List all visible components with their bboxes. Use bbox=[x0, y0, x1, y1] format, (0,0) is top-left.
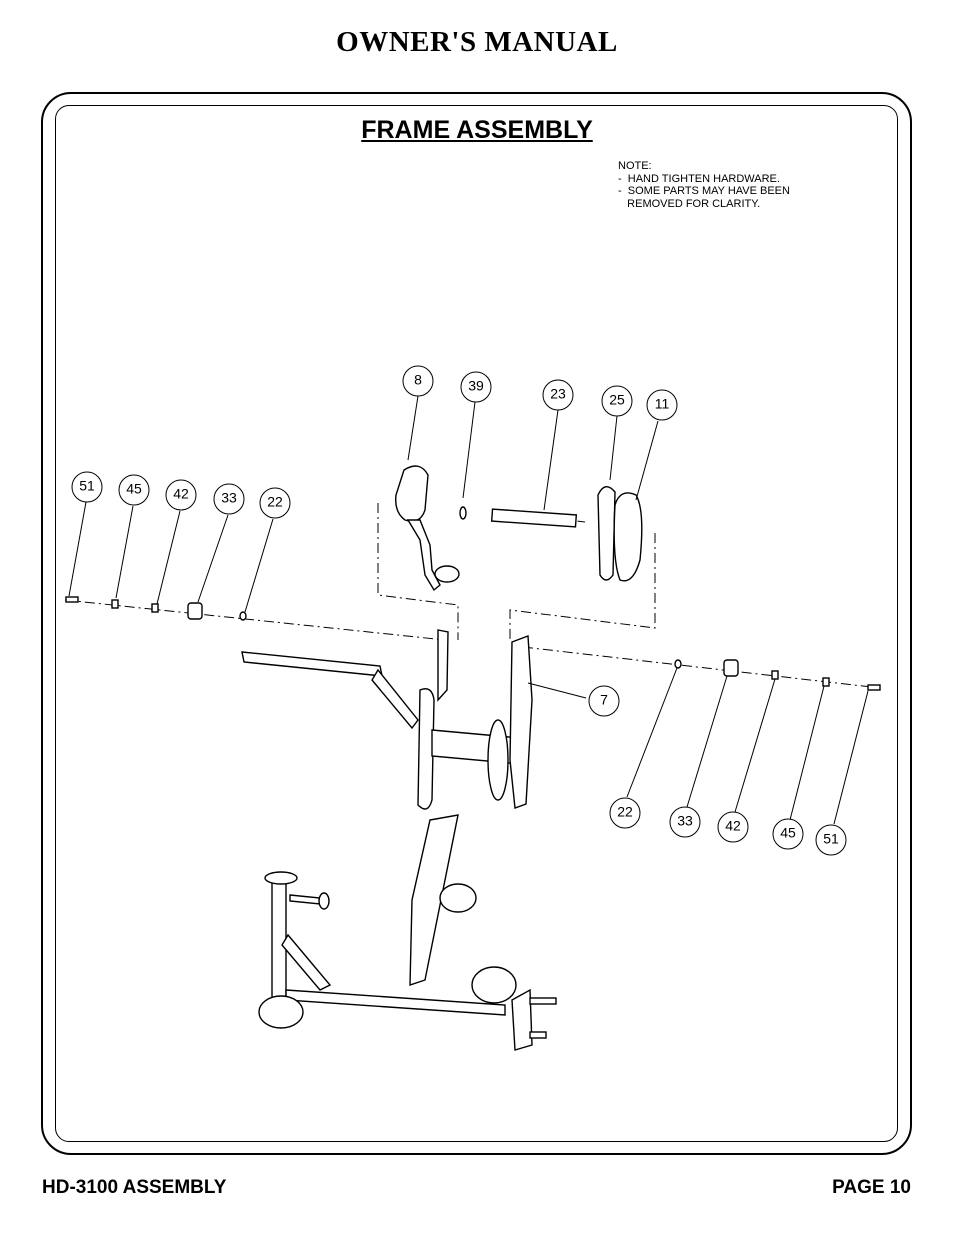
note-line: REMOVED FOR CLARITY. bbox=[618, 197, 761, 210]
assembly-note: NOTE: - HAND TIGHTEN HARDWARE. - SOME PA… bbox=[618, 160, 790, 210]
section-title: FRAME ASSEMBLY bbox=[361, 116, 593, 144]
callout-label: 51 bbox=[823, 831, 839, 847]
callout-label: 33 bbox=[221, 490, 237, 506]
right-hardware bbox=[674, 659, 881, 691]
callout-42-right: 42 bbox=[717, 811, 749, 843]
callout-label: 7 bbox=[600, 692, 608, 708]
note-line: - HAND TIGHTEN HARDWARE. bbox=[618, 172, 780, 185]
main-frame bbox=[241, 629, 557, 1051]
callout-label: 33 bbox=[677, 813, 693, 829]
callout-7: 7 bbox=[588, 685, 620, 717]
callout-45-left: 45 bbox=[118, 474, 150, 506]
callout-label: 22 bbox=[267, 494, 283, 510]
callout-42-left: 42 bbox=[165, 479, 197, 511]
callout-51-left: 51 bbox=[71, 471, 103, 503]
manual-title: OWNER'S MANUAL bbox=[336, 26, 618, 58]
inner-frame-border bbox=[55, 105, 898, 1142]
callout-label: 22 bbox=[617, 804, 633, 820]
callout-23: 23 bbox=[542, 379, 574, 411]
callout-51-right: 51 bbox=[815, 824, 847, 856]
callout-11: 11 bbox=[646, 389, 678, 421]
left-hardware bbox=[65, 596, 247, 621]
callout-39: 39 bbox=[460, 371, 492, 403]
callout-33-right: 33 bbox=[669, 806, 701, 838]
leader-lines bbox=[68, 395, 869, 825]
callout-label: 42 bbox=[725, 818, 741, 834]
callout-22-right: 22 bbox=[609, 797, 641, 829]
alignment-lines bbox=[64, 503, 881, 689]
callout-8: 8 bbox=[402, 365, 434, 397]
callout-22-left: 22 bbox=[259, 487, 291, 519]
callout-33-left: 33 bbox=[213, 483, 245, 515]
callout-label: 39 bbox=[468, 378, 484, 394]
pivot-parts bbox=[395, 465, 643, 592]
note-line: - SOME PARTS MAY HAVE BEEN bbox=[618, 185, 790, 197]
callout-25: 25 bbox=[601, 385, 633, 417]
footer-model: HD-3100 ASSEMBLY bbox=[42, 1177, 227, 1198]
callout-label: 23 bbox=[550, 386, 566, 402]
outer-frame-border bbox=[41, 92, 912, 1155]
callout-label: 8 bbox=[414, 372, 422, 388]
callout-45-right: 45 bbox=[772, 818, 804, 850]
callout-label: 45 bbox=[780, 825, 796, 841]
callout-label: 45 bbox=[126, 481, 142, 497]
callout-label: 25 bbox=[609, 392, 625, 408]
footer-page-number: PAGE 10 bbox=[832, 1177, 911, 1198]
callout-label: 51 bbox=[79, 478, 95, 494]
callout-label: 11 bbox=[655, 396, 670, 412]
callout-label: 42 bbox=[173, 486, 189, 502]
note-label: NOTE: bbox=[618, 160, 652, 172]
